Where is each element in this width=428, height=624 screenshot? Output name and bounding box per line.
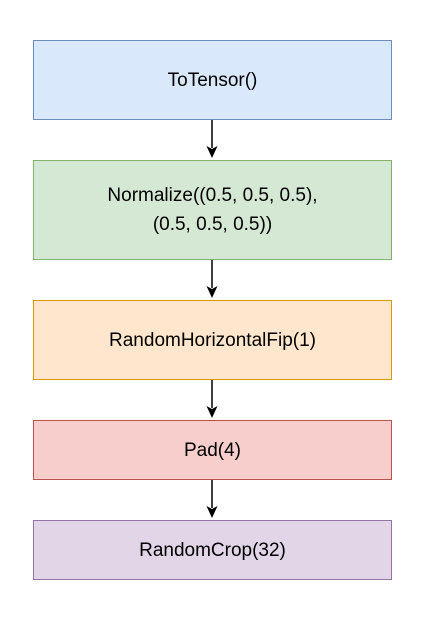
- node-normalize: Normalize((0.5, 0.5, 0.5), (0.5, 0.5, 0.…: [33, 160, 392, 260]
- node-random-crop: RandomCrop(32): [33, 520, 392, 580]
- node-totensor-label: ToTensor(): [167, 69, 258, 91]
- node-random-crop-label: RandomCrop(32): [139, 539, 286, 561]
- arrow-normalize-to-flip: [206, 260, 218, 298]
- node-random-horizontal-flip: RandomHorizontalFip(1): [33, 300, 392, 380]
- arrow-totensor-to-normalize: [206, 120, 218, 158]
- node-random-horizontal-flip-label: RandomHorizontalFip(1): [109, 329, 316, 351]
- node-pad-label: Pad(4): [183, 439, 242, 461]
- arrow-flip-to-pad: [206, 380, 218, 418]
- arrow-pad-to-crop: [206, 480, 218, 518]
- node-totensor: ToTensor(): [33, 40, 392, 120]
- node-pad: Pad(4): [33, 420, 392, 480]
- node-normalize-label: Normalize((0.5, 0.5, 0.5), (0.5, 0.5, 0.…: [107, 185, 318, 235]
